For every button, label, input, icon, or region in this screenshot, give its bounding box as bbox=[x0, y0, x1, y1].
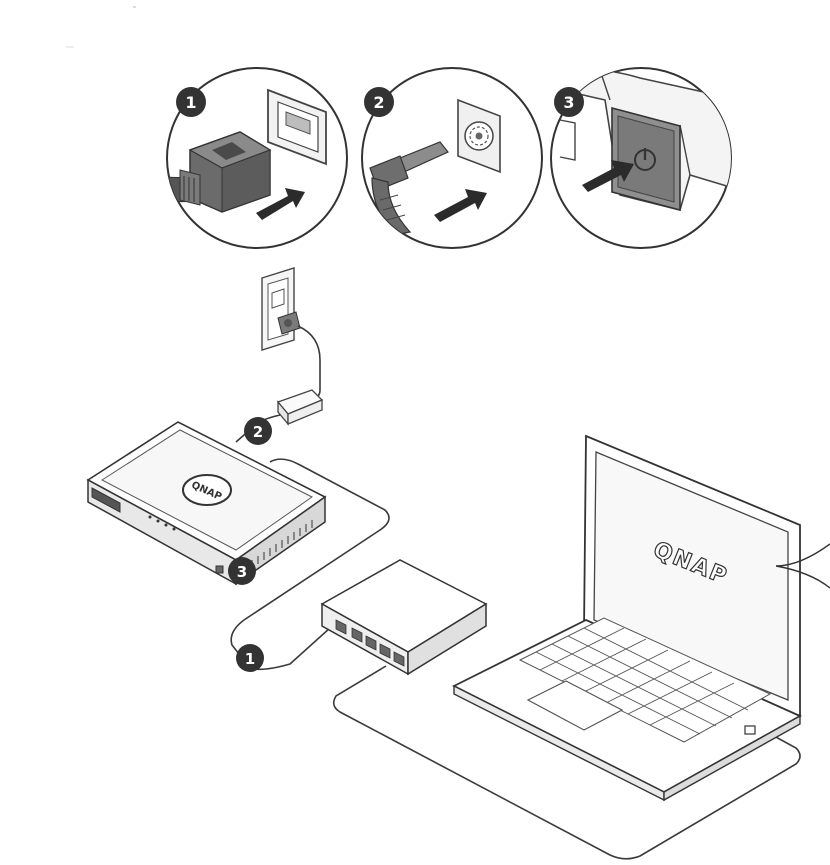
step-number-badge: 1 bbox=[245, 650, 255, 668]
insert-arrow-icon bbox=[256, 188, 305, 220]
brand-logo bbox=[182, 474, 232, 506]
touchpad bbox=[526, 680, 624, 731]
detail-ethernet-connect: 1 bbox=[166, 67, 348, 249]
network-cable-laptop bbox=[332, 665, 801, 860]
network-switch bbox=[320, 559, 488, 676]
step-number-badge: 3 bbox=[563, 93, 574, 112]
network-cable-nas bbox=[230, 458, 390, 671]
callout-line bbox=[775, 543, 830, 589]
press-arrow-icon bbox=[582, 160, 634, 192]
laptop: QNAP bbox=[451, 434, 803, 802]
detail-power-button: 3 bbox=[550, 67, 732, 249]
step-number-badge: 2 bbox=[373, 93, 384, 112]
wall-outlet bbox=[261, 267, 301, 351]
step-number-badge: 2 bbox=[253, 423, 263, 441]
step-number-badge: 3 bbox=[237, 563, 247, 581]
insert-arrow-icon bbox=[434, 189, 487, 222]
power-cable bbox=[297, 325, 321, 399]
nas-device: QNAP bbox=[86, 421, 327, 586]
power-adapter bbox=[276, 389, 324, 426]
step-number-badge: 1 bbox=[185, 93, 196, 112]
detail-power-connect: 2 bbox=[361, 67, 543, 249]
